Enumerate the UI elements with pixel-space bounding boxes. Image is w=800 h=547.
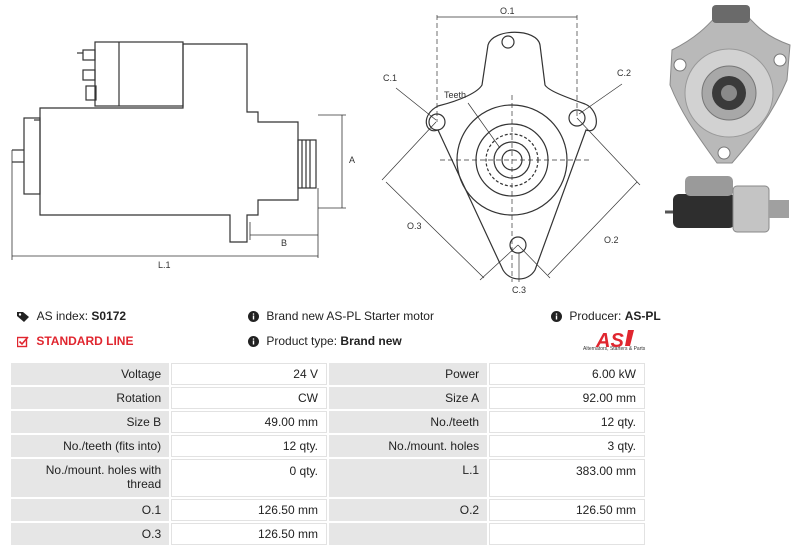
spec-value: 126.50 mm (171, 499, 327, 521)
product-photo-front (669, 5, 791, 164)
spec-label: No./mount. holes (328, 435, 488, 457)
spec-label: Size B (11, 411, 170, 433)
producer-value: AS-PL (624, 309, 661, 323)
as-index-row: AS index: S0172 (17, 309, 126, 323)
info-icon (551, 311, 562, 323)
spec-label: No./teeth (fits into) (11, 435, 170, 457)
info-icon (248, 311, 259, 323)
as-pl-logo: AS (595, 330, 634, 352)
spec-value: 12 qty. (171, 435, 327, 457)
spec-label: Power (328, 363, 488, 385)
spec-value: 49.00 mm (171, 411, 327, 433)
spec-label: Rotation (11, 387, 170, 409)
dim-label-c2: C.2 (617, 68, 631, 78)
spec-label: Voltage (11, 363, 170, 385)
spec-label: No./mount. holes with thread (11, 459, 170, 497)
spec-value (489, 523, 645, 545)
spec-value: CW (171, 387, 327, 409)
spec-value: 3 qty. (489, 435, 645, 457)
spec-value: 383.00 mm (489, 459, 645, 497)
as-index-label: AS index: (36, 309, 89, 323)
spec-label: O.2 (328, 499, 488, 521)
spec-value: 126.50 mm (489, 499, 645, 521)
standard-line-label: STANDARD LINE (36, 334, 134, 348)
product-type-row: Product type: Brand new (248, 334, 402, 348)
spec-value: 24 V (171, 363, 327, 385)
spec-label: O.1 (11, 499, 170, 521)
tag-icon (17, 311, 29, 322)
dim-label-c3: C.3 (512, 285, 526, 295)
spec-value: 92.00 mm (489, 387, 645, 409)
technical-drawing: A B L.1 O.1 (11, 6, 641, 295)
standard-line-row: STANDARD LINE (17, 334, 133, 348)
spec-label (328, 523, 488, 545)
teeth-label: Teeth (444, 90, 466, 100)
dim-label-b: B (281, 238, 287, 248)
product-photo-side (665, 176, 789, 233)
spec-label: O.3 (11, 523, 170, 545)
as-index-value: S0172 (91, 309, 127, 323)
spec-label: L.1 (328, 459, 488, 497)
info-icon (248, 336, 259, 348)
spec-value: 126.50 mm (171, 523, 327, 545)
description-text: Brand new AS-PL Starter motor (266, 309, 434, 323)
front-view-drawing (381, 15, 641, 282)
dim-label-o2: O.2 (604, 235, 619, 245)
producer-row: Producer: AS-PL (551, 309, 661, 323)
dim-label-l1: L.1 (158, 260, 171, 270)
description-row: Brand new AS-PL Starter motor (248, 309, 434, 323)
logo-tagline: Alternators, Starters & Parts (583, 346, 646, 352)
dim-label-o1: O.1 (500, 6, 515, 16)
spec-value: 6.00 kW (489, 363, 645, 385)
dim-label-c1: C.1 (383, 73, 397, 83)
checkbox-checked-icon (17, 336, 29, 348)
dim-label-a: A (349, 155, 355, 165)
spec-row: No./teeth (fits into)12 qty.No./mount. h… (11, 435, 645, 457)
spec-label: No./teeth (328, 411, 488, 433)
product-type-label: Product type: (266, 334, 338, 348)
producer-label: Producer: (569, 309, 622, 323)
logo-text: AS (595, 330, 624, 352)
dim-label-o3: O.3 (407, 221, 422, 231)
spec-label: Size A (328, 387, 488, 409)
product-type-value: Brand new (340, 334, 402, 348)
spec-value: 0 qty. (171, 459, 327, 497)
side-view-drawing (11, 41, 346, 260)
spec-value: 12 qty. (489, 411, 645, 433)
